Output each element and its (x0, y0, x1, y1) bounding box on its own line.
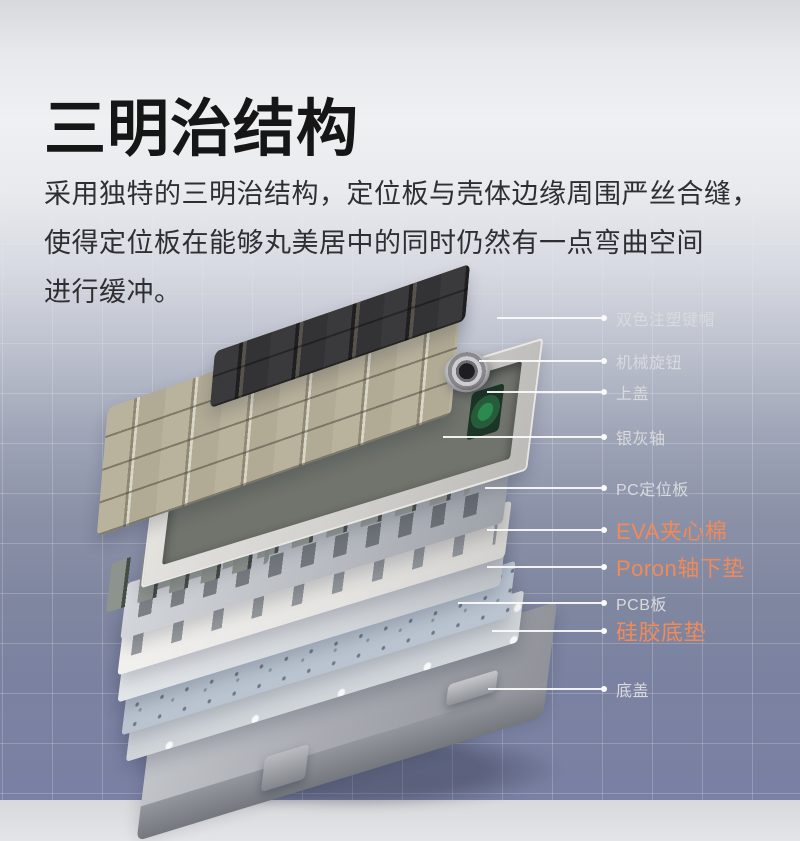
diagram-label: 底盖 (616, 683, 650, 700)
leader-line (487, 391, 601, 393)
diagram-label-row: PCB板 (458, 588, 667, 618)
diagram-label-row: 底盖 (488, 674, 649, 704)
diagram-label: 银灰轴 (616, 431, 666, 448)
diagram-label: Poron轴下垫 (616, 556, 745, 581)
intro-line: 采用独特的三明治结构，定位板与壳体边缘周围严丝合缝， (44, 179, 759, 209)
diagram-label-row: 双色注塑键帽 (497, 303, 715, 333)
leader-line (487, 529, 601, 531)
diagram-label: 硅胶底垫 (616, 620, 707, 645)
diagram-label-row: PC定位板 (485, 473, 689, 503)
leader-dot-icon (601, 485, 607, 491)
diagram-label: PC定位板 (616, 482, 689, 499)
diagram-label: PCB板 (616, 597, 667, 614)
page-title: 三明治结构 (44, 94, 360, 164)
diagram-label-row: 银灰轴 (443, 422, 666, 452)
intro-line: 使得定位板在能够丸美居中的同时仍然有一点弯曲空间 (44, 228, 704, 258)
leader-dot-icon (601, 686, 607, 692)
diagram-label: 上盖 (616, 386, 650, 403)
leader-dot-icon (601, 600, 607, 606)
diagram-label-row: EVA夹心棉 (487, 515, 727, 545)
leader-line (497, 317, 601, 319)
leader-dot-icon (601, 434, 607, 440)
diagram-label: 双色注塑键帽 (616, 312, 716, 329)
diagram-label-row: 硅胶底垫 (492, 616, 706, 646)
leader-dot-icon (601, 315, 607, 321)
intro-line: 进行缓冲。 (44, 277, 182, 307)
leader-dot-icon (601, 358, 607, 364)
leader-line (487, 566, 601, 568)
diagram-label: 机械旋钮 (616, 355, 683, 372)
leader-line (488, 688, 601, 690)
intro-paragraph: 采用独特的三明治结构，定位板与壳体边缘周围严丝合缝， 使得定位板在能够丸美居中的… (44, 170, 759, 317)
leader-line (479, 360, 601, 362)
leader-line (458, 602, 601, 604)
leader-dot-icon (601, 527, 607, 533)
leader-line (492, 630, 601, 632)
leader-dot-icon (601, 389, 607, 395)
leader-dot-icon (601, 564, 607, 570)
diagram-label: EVA夹心棉 (616, 519, 728, 544)
diagram-label-row: Poron轴下垫 (487, 552, 745, 582)
diagram-label-row: 上盖 (487, 377, 649, 407)
leader-line (443, 436, 601, 438)
leader-line (485, 487, 601, 489)
leader-dot-icon (601, 628, 607, 634)
diagram-label-row: 机械旋钮 (479, 346, 682, 376)
